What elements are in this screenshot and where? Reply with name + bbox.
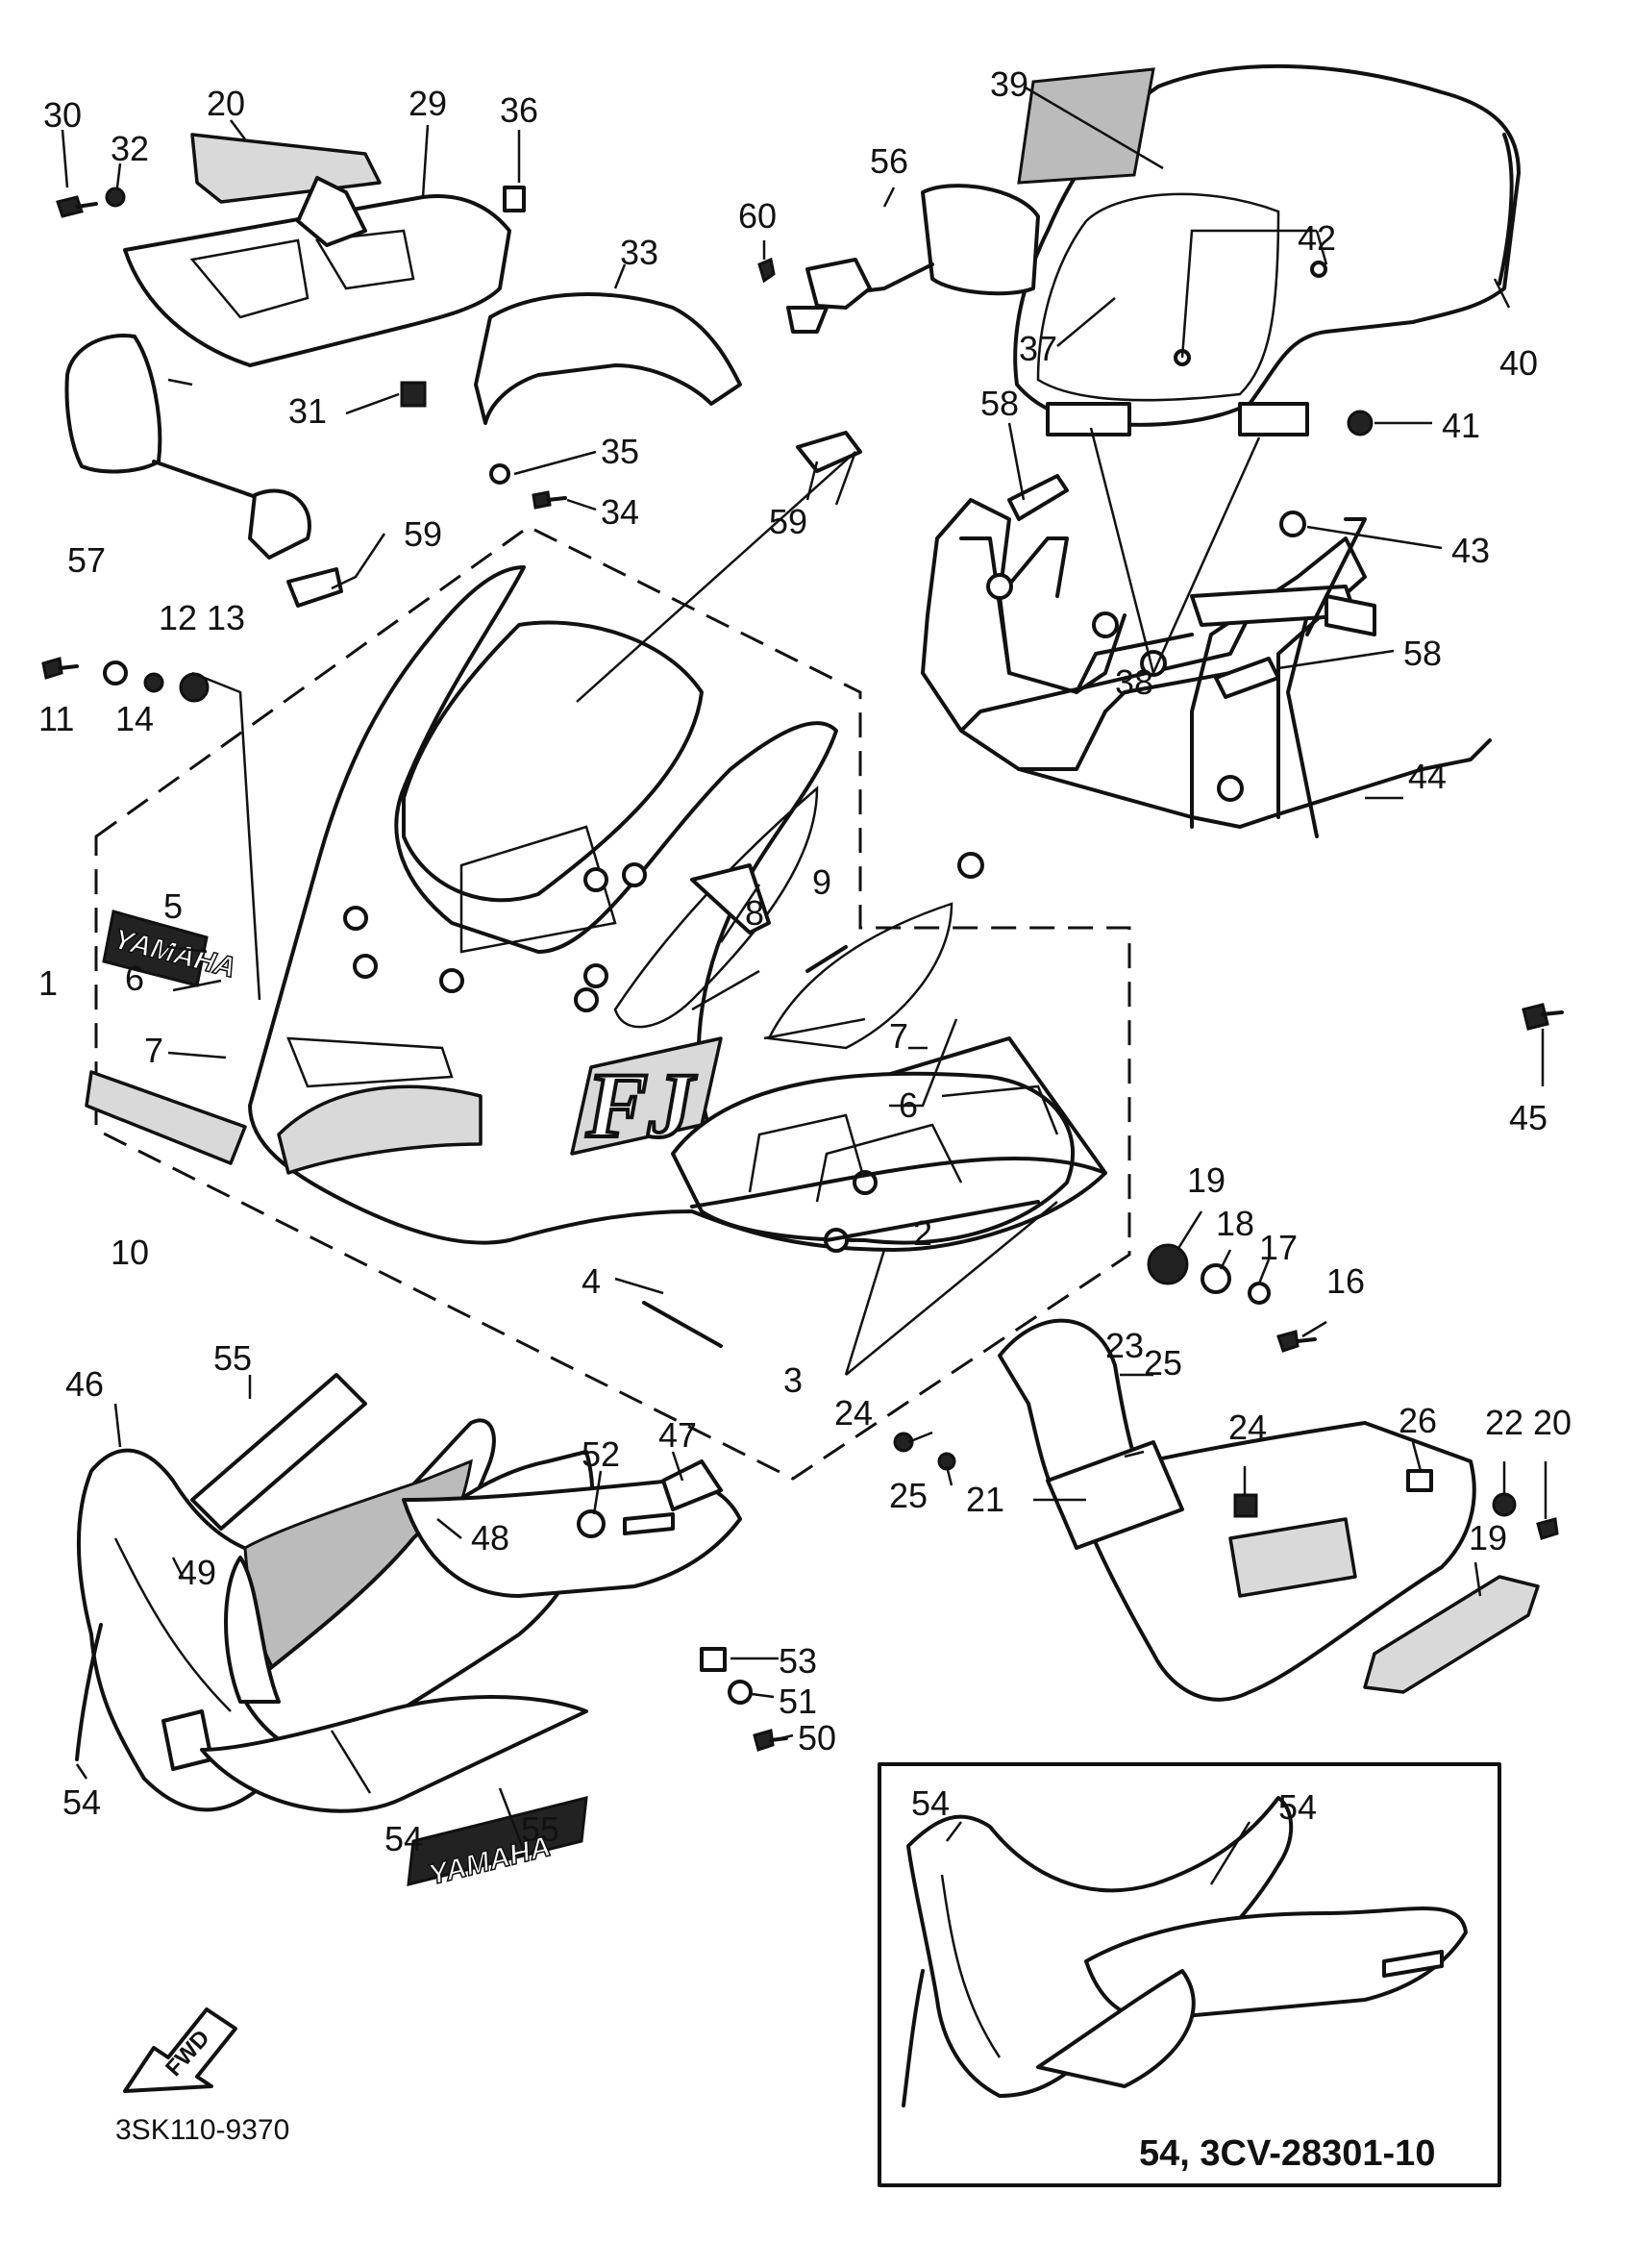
trim-strip	[85, 1070, 247, 1165]
part-label: 47	[658, 1415, 697, 1455]
part-label: 11	[38, 699, 74, 738]
inset-caption: 54, 3CV-28301-10	[1139, 2133, 1435, 2174]
part-label: 30	[43, 95, 82, 135]
part-label: 54	[62, 1782, 101, 1822]
part-label: 5	[163, 886, 183, 926]
part-label: 29	[408, 84, 447, 123]
part-label: 6	[125, 959, 144, 998]
part-label: 45	[1509, 1098, 1547, 1137]
part-label: 59	[769, 502, 807, 541]
under-cowling-right	[998, 1318, 1540, 1702]
part-label: 6	[899, 1085, 918, 1125]
leader-lines	[61, 85, 1547, 1885]
part-label: 56	[870, 141, 908, 181]
part-label: 48	[471, 1518, 509, 1558]
part-label: 4	[582, 1261, 601, 1301]
part-label: 10	[111, 1233, 149, 1272]
part-label: 24	[834, 1393, 873, 1433]
part-label: 55	[213, 1338, 252, 1378]
part-label: 1	[38, 963, 58, 1003]
part-label: 23	[1105, 1326, 1144, 1365]
hardware	[41, 186, 1564, 1752]
part-label: 13	[207, 598, 245, 637]
part-label: 31	[288, 391, 327, 431]
part-label: 22	[1485, 1403, 1523, 1442]
windscreen-inner	[1036, 192, 1280, 402]
part-label: 14	[115, 699, 154, 738]
part-label: 18	[1216, 1204, 1254, 1243]
part-label: 51	[779, 1682, 817, 1721]
fwd-arrow: FWD	[123, 2007, 237, 2093]
part-label: 39	[990, 64, 1028, 104]
part-label: 44	[1408, 757, 1447, 796]
trim-54-left	[75, 1623, 103, 1761]
cowling-stay-frame	[921, 498, 1492, 879]
part-label: 54	[1278, 1787, 1317, 1827]
part-label: 7	[889, 1016, 908, 1056]
part-label: 50	[798, 1718, 836, 1757]
part-label: 60	[738, 196, 777, 236]
part-label-28: 26	[1399, 1401, 1437, 1440]
part-labels: 30 32 20 29 36 33 31 35 34 60 59 56 39 4…	[38, 64, 1572, 1858]
part-label: 25	[1144, 1343, 1182, 1383]
mirror-right	[786, 184, 1040, 334]
part-label-19-final: 19	[1469, 1518, 1507, 1558]
part-label: 36	[500, 90, 538, 130]
part-label: 34	[601, 492, 639, 532]
part-label: 46	[65, 1364, 104, 1404]
part-label: 25	[889, 1476, 928, 1515]
part-label: 24	[1228, 1408, 1267, 1447]
windscreen-trim	[1498, 133, 1514, 286]
part-label: 57	[67, 540, 106, 580]
part-label: 33	[620, 233, 658, 272]
part-label: 21	[966, 1480, 1004, 1519]
inset-box	[878, 1762, 1501, 2187]
air-duct	[474, 292, 742, 425]
meter-panel	[123, 133, 511, 367]
part-label: 35	[601, 432, 639, 471]
part-label: 49	[178, 1553, 216, 1592]
part-label: 12	[159, 598, 197, 637]
part-label: 40	[1499, 343, 1538, 383]
assembly-outline	[94, 525, 1131, 1481]
part-label: 16	[1326, 1261, 1365, 1301]
part-label: 3	[783, 1360, 803, 1400]
part-label: 58	[1403, 634, 1442, 673]
inset-cowling	[902, 1796, 1468, 2107]
part-label: 17	[1259, 1228, 1298, 1267]
part-label: 20	[1533, 1403, 1572, 1442]
part-label: 43	[1451, 531, 1490, 570]
part-label: 8	[745, 893, 764, 933]
under-cowling-left	[76, 1418, 742, 1813]
windscreen-plate-right	[1238, 402, 1309, 436]
part-label: 42	[1298, 218, 1336, 258]
part-label: 54	[911, 1783, 950, 1823]
yamaha-decal-lower: YAMAHA	[407, 1796, 588, 1892]
part-label: 32	[111, 129, 149, 168]
part-label: 58	[980, 384, 1019, 423]
part-label: 59	[404, 514, 442, 554]
part-label: 37	[1019, 329, 1057, 368]
mirror-left	[64, 334, 311, 560]
part-label: 38	[1115, 662, 1153, 702]
part-label: 52	[582, 1434, 620, 1474]
part-label: 7	[144, 1031, 163, 1070]
windscreen-plate-left	[1046, 402, 1131, 436]
windscreen-decal	[1017, 67, 1155, 185]
part-label: 55	[521, 1809, 559, 1849]
upper-cowling	[248, 565, 1107, 1253]
part-label: 9	[812, 862, 831, 902]
drawing-code: 3SK110-9370	[115, 2114, 289, 2146]
fj-decal: FJ	[570, 1036, 723, 1159]
part-label: 54	[384, 1819, 423, 1858]
part-label: 53	[779, 1641, 817, 1681]
part-label: 19	[1187, 1160, 1226, 1200]
part-label: 41	[1442, 406, 1480, 445]
part-label: 2	[913, 1213, 932, 1253]
lower-decal-plain	[190, 1373, 367, 1531]
fj-text: FJ	[585, 1054, 697, 1157]
part-label: 20	[207, 84, 245, 123]
